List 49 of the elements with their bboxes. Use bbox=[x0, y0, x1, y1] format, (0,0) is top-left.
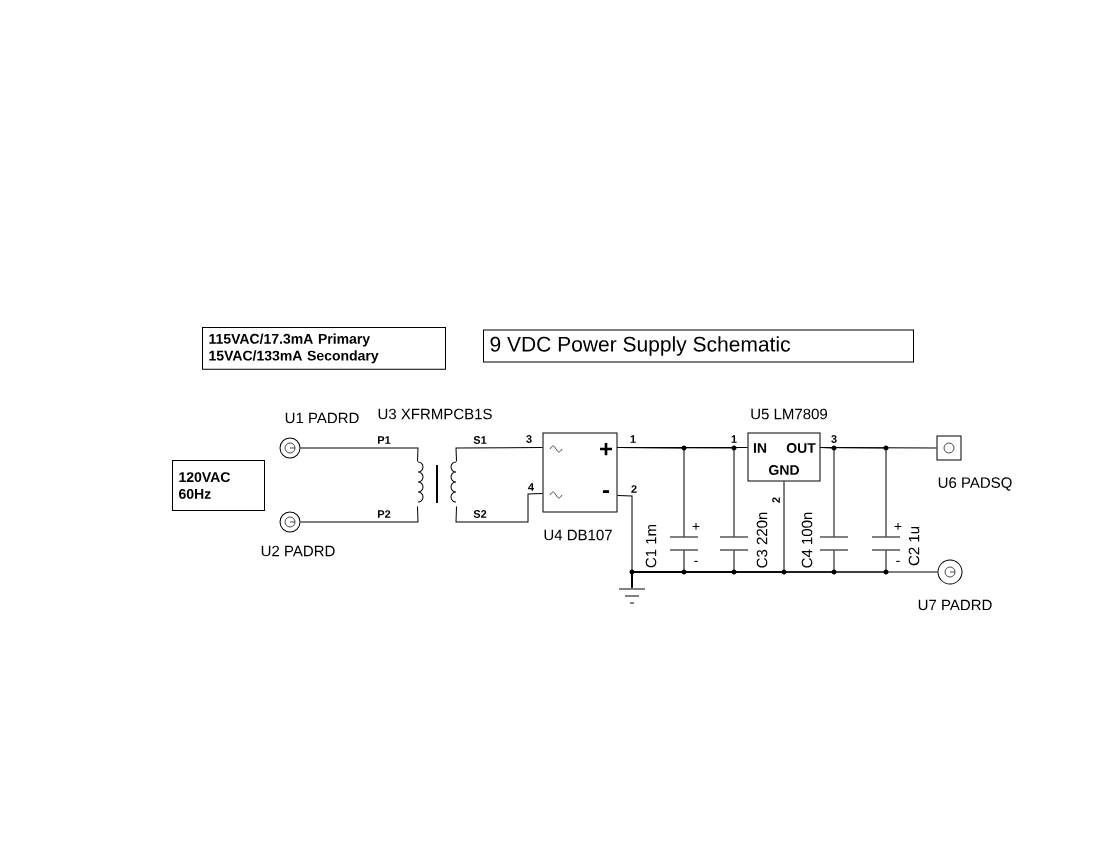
pin-name: S1 bbox=[473, 436, 487, 444]
polarity-sign: + bbox=[692, 522, 700, 530]
pin-number: 2 bbox=[772, 497, 780, 503]
pin-number: 2 bbox=[631, 485, 637, 493]
ground-symbol bbox=[618, 588, 646, 604]
wire bbox=[300, 506, 419, 523]
pin-name: P1 bbox=[378, 436, 391, 444]
polarity-sign: - bbox=[896, 560, 900, 562]
polarity-sign: + bbox=[894, 522, 902, 530]
pad-symbol bbox=[279, 437, 301, 459]
component-label: U7 PADRD bbox=[918, 599, 992, 611]
pin-name: S2 bbox=[473, 510, 487, 518]
note-box: 115VAC/17.3mA Primary 15VAC/133mA Secondary bbox=[202, 327, 446, 370]
pin-number: 3 bbox=[831, 435, 837, 443]
wire bbox=[455, 447, 543, 462]
transformer-symbol bbox=[417, 461, 457, 504]
component-label: U5 LM7809 bbox=[751, 408, 828, 420]
capacitor-symbol bbox=[819, 536, 849, 551]
pad-symbol bbox=[279, 511, 301, 533]
capacitor-symbol bbox=[719, 536, 749, 551]
component-label: C4 100n bbox=[801, 512, 813, 568]
pin-name: P2 bbox=[378, 510, 391, 518]
bridge-rectifier-box: + - bbox=[542, 432, 618, 513]
wire bbox=[300, 447, 419, 462]
capacitor-symbol bbox=[669, 536, 699, 551]
component-label: U6 PADSQ bbox=[938, 477, 1012, 491]
wire bbox=[455, 493, 543, 523]
title-box: 9 VDC Power Supply Schematic bbox=[483, 329, 914, 363]
wire bbox=[617, 447, 748, 448]
component-label: C2 1u bbox=[908, 527, 920, 566]
wire bbox=[631, 571, 938, 588]
pin-number: 1 bbox=[731, 435, 737, 443]
pad-symbol bbox=[936, 435, 962, 461]
capacitor-symbol bbox=[871, 536, 901, 551]
source-box: 120VAC 60Hz bbox=[172, 460, 265, 511]
component-label: C1 1m bbox=[645, 524, 657, 568]
pin-number: 4 bbox=[528, 483, 534, 491]
component-label: C3 220n bbox=[756, 512, 768, 568]
wire bbox=[820, 447, 937, 449]
component-label: U2 PADRD bbox=[261, 545, 335, 557]
component-label: U1 PADRD bbox=[285, 412, 359, 424]
wire bbox=[820, 447, 835, 537]
pin-number: 1 bbox=[630, 435, 636, 443]
polarity-sign: - bbox=[694, 560, 698, 562]
pin-number: 3 bbox=[526, 435, 532, 443]
pad-symbol bbox=[937, 559, 963, 585]
component-label: U3 XFRMPCB1S bbox=[378, 408, 492, 420]
regulator-box: IN OUT GND bbox=[747, 432, 821, 482]
component-label: U4 DB107 bbox=[544, 529, 612, 541]
